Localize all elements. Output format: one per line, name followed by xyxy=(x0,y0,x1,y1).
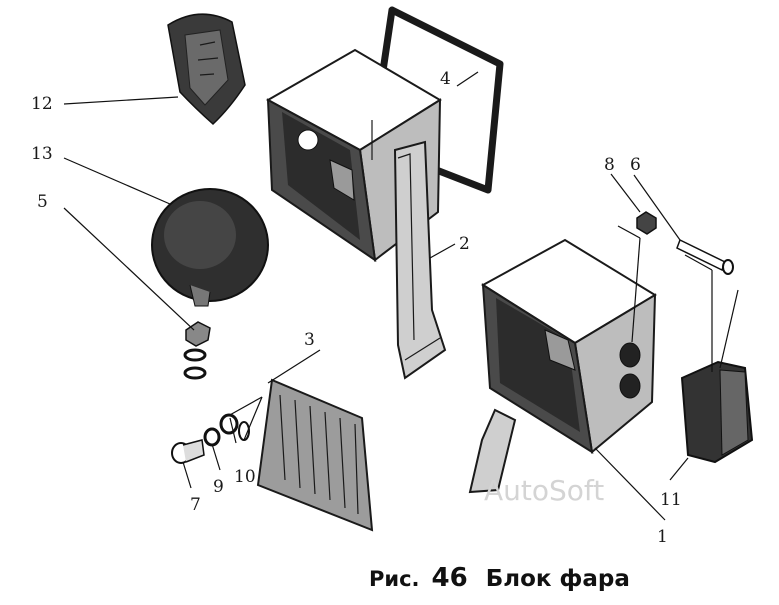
nut-and-washers-part-5 xyxy=(183,321,211,380)
caption-title: Блок фара xyxy=(486,566,630,592)
label-part-10: 10 xyxy=(234,467,256,487)
label-part-1: 1 xyxy=(657,527,668,547)
label-part-2: 2 xyxy=(459,234,470,254)
label-part-4: 4 xyxy=(440,69,451,89)
bracket-part-2 xyxy=(393,140,447,380)
label-part-3: 3 xyxy=(304,330,315,350)
label-part-9: 9 xyxy=(213,477,224,497)
label-part-8: 8 xyxy=(604,155,615,175)
caption-prefix: Рис. xyxy=(369,567,420,591)
leader-lines xyxy=(63,71,739,521)
label-part-12: 12 xyxy=(31,94,53,114)
lens-plate-part-3 xyxy=(256,378,374,532)
label-part-5: 5 xyxy=(37,192,48,212)
figure-caption: Рис. 46 Блок фара xyxy=(369,563,630,593)
label-part-6: 6 xyxy=(630,155,641,175)
screw-part-7 xyxy=(171,439,205,464)
bolt-part-6 xyxy=(676,238,734,275)
side-lamp-part-11 xyxy=(680,360,754,464)
caption-number: 46 xyxy=(432,563,468,593)
washers-part-9-10 xyxy=(203,413,250,447)
nut-part-8 xyxy=(636,211,657,235)
rear-lamp-part-12 xyxy=(167,13,246,126)
label-part-7: 7 xyxy=(190,495,201,515)
watermark: AutoSoft xyxy=(484,474,604,507)
label-part-11: 11 xyxy=(660,490,682,510)
headlamp-reflector-part-13 xyxy=(151,188,269,307)
lower-housing-part-1 xyxy=(468,238,657,494)
label-part-13: 13 xyxy=(31,144,53,164)
